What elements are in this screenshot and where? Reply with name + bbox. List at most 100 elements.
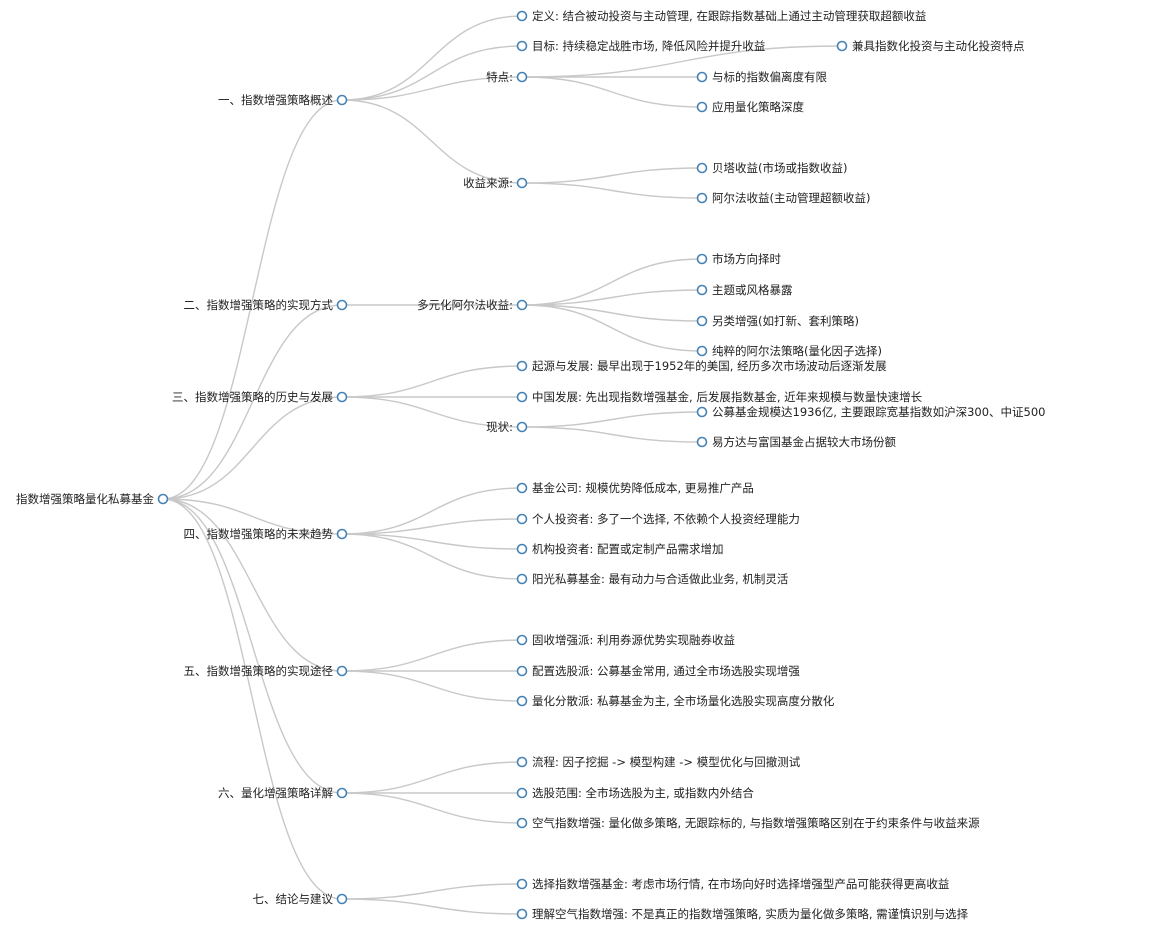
link-2-2-to-2-2-1 <box>521 426 703 443</box>
link-0-to-0-0 <box>341 15 523 101</box>
mindmap-node-1-0-1[interactable]: 主题或风格暴露 <box>696 283 793 297</box>
mindmap-node-5-0[interactable]: 流程: 因子挖掘 -> 模型构建 -> 模型优化与回撤测试 <box>516 755 801 769</box>
mindmap-root-node[interactable]: 指数增强策略量化私募基金 <box>16 492 169 506</box>
node-toggle-circle[interactable] <box>696 406 708 418</box>
mindmap-node-2-2-1[interactable]: 易方达与富国基金占据较大市场份额 <box>696 435 897 449</box>
node-toggle-circle[interactable] <box>516 482 528 494</box>
mindmap-node-0-3-1[interactable]: 阿尔法收益(主动管理超额收益) <box>696 191 871 205</box>
node-toggle-circle[interactable] <box>696 284 708 296</box>
node-toggle-circle[interactable] <box>516 695 528 707</box>
node-toggle-circle[interactable] <box>696 71 708 83</box>
node-toggle-circle[interactable] <box>516 391 528 403</box>
node-toggle-circle[interactable] <box>516 756 528 768</box>
node-toggle-circle[interactable] <box>516 908 528 920</box>
mindmap-node-4-0[interactable]: 固收增强派: 利用券源优势实现融券收益 <box>516 633 736 647</box>
node-toggle-circle[interactable] <box>157 493 169 505</box>
link-3-to-3-0 <box>341 487 523 535</box>
mindmap-node-1-0-2[interactable]: 另类增强(如打新、套利策略) <box>696 314 859 328</box>
node-toggle-circle[interactable] <box>696 315 708 327</box>
link-0-to-0-2 <box>341 76 523 101</box>
mindmap-node-0-3-0[interactable]: 贝塔收益(市场或指数收益) <box>696 161 848 175</box>
mindmap-node-6-0[interactable]: 选择指数增强基金: 考虑市场行情, 在市场向好时选择增强型产品可能获得更高收益 <box>516 877 950 891</box>
mindmap-node-0[interactable]: 一、指数增强策略概述 <box>218 93 348 107</box>
link-2-to-2-0 <box>341 365 523 398</box>
node-toggle-circle[interactable] <box>516 10 528 22</box>
mindmap-node-0-0[interactable]: 定义: 结合被动投资与主动管理, 在跟踪指数基础上通过主动管理获取超额收益 <box>516 9 927 23</box>
node-toggle-circle[interactable] <box>696 192 708 204</box>
node-toggle-circle[interactable] <box>696 345 708 357</box>
mindmap-node-0-2-0[interactable]: 兼具指数化投资与主动化投资特点 <box>836 39 1025 53</box>
mindmap-node-2-2-0[interactable]: 公募基金规模达1936亿, 主要跟踪宽基指数如沪深300、中证500 <box>696 405 1046 419</box>
node-label: 理解空气指数增强: 不是真正的指数增强策略, 实质为量化做多策略, 需谨慎识别与… <box>532 907 969 921</box>
mindmap-node-4-1[interactable]: 配置选股派: 公募基金常用, 通过全市场选股实现增强 <box>516 664 801 678</box>
link-4-to-4-2 <box>341 670 523 702</box>
node-label: 流程: 因子挖掘 -> 模型构建 -> 模型优化与回撤测试 <box>532 755 801 769</box>
node-toggle-circle[interactable] <box>516 665 528 677</box>
mindmap-node-3[interactable]: 四、指数增强策略的未来趋势 <box>184 527 348 541</box>
mindmap-node-0-2-2[interactable]: 应用量化策略深度 <box>696 100 805 114</box>
node-label: 纯粹的阿尔法策略(量化因子选择) <box>712 344 882 358</box>
mindmap-node-3-2[interactable]: 机构投资者: 配置或定制产品需求增加 <box>516 542 724 556</box>
node-toggle-circle[interactable] <box>336 391 348 403</box>
mindmap-node-5-2[interactable]: 空气指数增强: 量化做多策略, 无跟踪标的, 与指数增强策略区别在于约束条件与收… <box>516 816 981 830</box>
node-toggle-circle[interactable] <box>516 421 528 433</box>
node-label: 中国发展: 先出现指数增强基金, 后发展指数基金, 近年来规模与数量快速增长 <box>532 390 923 404</box>
node-toggle-circle[interactable] <box>336 94 348 106</box>
node-toggle-circle[interactable] <box>516 71 528 83</box>
mindmap-node-2-2[interactable]: 现状: <box>486 420 528 434</box>
node-toggle-circle[interactable] <box>696 436 708 448</box>
node-toggle-circle[interactable] <box>516 40 528 52</box>
node-label: 基金公司: 规模优势降低成本, 更易推广产品 <box>532 481 754 495</box>
mindmap-node-3-1[interactable]: 个人投资者: 多了一个选择, 不依赖个人投资经理能力 <box>516 512 800 526</box>
node-toggle-circle[interactable] <box>516 299 528 311</box>
node-label: 个人投资者: 多了一个选择, 不依赖个人投资经理能力 <box>532 512 800 526</box>
mindmap-node-1-0-3[interactable]: 纯粹的阿尔法策略(量化因子选择) <box>696 344 882 358</box>
node-toggle-circle[interactable] <box>516 634 528 646</box>
mindmap-node-5-1[interactable]: 选股范围: 全市场选股为主, 或指数内外结合 <box>516 786 755 800</box>
mindmap-node-0-1[interactable]: 目标: 持续稳定战胜市场, 降低风险并提升收益 <box>516 39 766 53</box>
node-toggle-circle[interactable] <box>336 299 348 311</box>
mindmap-node-0-2-1[interactable]: 与标的指数偏离度有限 <box>696 70 828 84</box>
node-label: 与标的指数偏离度有限 <box>712 70 827 84</box>
node-toggle-circle[interactable] <box>336 528 348 540</box>
mindmap-node-3-0[interactable]: 基金公司: 规模优势降低成本, 更易推广产品 <box>516 481 754 495</box>
node-toggle-circle[interactable] <box>516 573 528 585</box>
link-root-to-3 <box>162 498 343 535</box>
node-toggle-circle[interactable] <box>836 40 848 52</box>
node-toggle-circle[interactable] <box>516 817 528 829</box>
mindmap-node-2-1[interactable]: 中国发展: 先出现指数增强基金, 后发展指数基金, 近年来规模与数量快速增长 <box>516 390 923 404</box>
node-toggle-circle[interactable] <box>336 893 348 905</box>
mindmap-node-5[interactable]: 六、量化增强策略详解 <box>218 786 348 800</box>
node-toggle-circle[interactable] <box>696 101 708 113</box>
link-6-to-6-1 <box>341 898 523 915</box>
node-toggle-circle[interactable] <box>696 253 708 265</box>
mindmap-node-3-3[interactable]: 阳光私募基金: 最有动力与合适做此业务, 机制灵活 <box>516 572 789 586</box>
mindmap-node-1-0[interactable]: 多元化阿尔法收益: <box>417 298 528 312</box>
mindmap-node-1[interactable]: 二、指数增强策略的实现方式 <box>184 298 348 312</box>
link-1-0-to-1-0-3 <box>521 304 703 352</box>
node-toggle-circle[interactable] <box>516 177 528 189</box>
mindmap-node-1-0-0[interactable]: 市场方向择时 <box>696 252 782 266</box>
mindmap-node-2[interactable]: 三、指数增强策略的历史与发展 <box>172 390 348 404</box>
mindmap-node-6-1[interactable]: 理解空气指数增强: 不是真正的指数增强策略, 实质为量化做多策略, 需谨慎识别与… <box>516 907 969 921</box>
mindmap-node-0-2[interactable]: 特点: <box>486 70 528 84</box>
mindmap-node-6[interactable]: 七、结论与建议 <box>253 892 348 906</box>
node-label: 公募基金规模达1936亿, 主要跟踪宽基指数如沪深300、中证500 <box>712 405 1045 419</box>
node-toggle-circle[interactable] <box>516 360 528 372</box>
node-toggle-circle[interactable] <box>336 787 348 799</box>
mindmap-node-2-0[interactable]: 起源与发展: 最早出现于1952年的美国, 经历多次市场波动后逐渐发展 <box>516 359 888 373</box>
node-toggle-circle[interactable] <box>516 543 528 555</box>
node-label: 选择指数增强基金: 考虑市场行情, 在市场向好时选择增强型产品可能获得更高收益 <box>532 877 949 891</box>
mindmap-node-0-3[interactable]: 收益来源: <box>463 176 528 190</box>
node-toggle-circle[interactable] <box>516 513 528 525</box>
node-label: 选股范围: 全市场选股为主, 或指数内外结合 <box>532 786 754 800</box>
node-toggle-circle[interactable] <box>336 665 348 677</box>
mindmap-node-4-2[interactable]: 量化分散派: 私募基金为主, 全市场量化选股实现高度分散化 <box>516 694 835 708</box>
node-label: 易方达与富国基金占据较大市场份额 <box>712 435 896 449</box>
mindmap-node-4[interactable]: 五、指数增强策略的实现途径 <box>184 664 348 678</box>
mindmap-links <box>162 15 843 915</box>
node-toggle-circle[interactable] <box>516 878 528 890</box>
node-toggle-circle[interactable] <box>516 787 528 799</box>
node-label: 主题或风格暴露 <box>712 283 793 297</box>
node-toggle-circle[interactable] <box>696 162 708 174</box>
